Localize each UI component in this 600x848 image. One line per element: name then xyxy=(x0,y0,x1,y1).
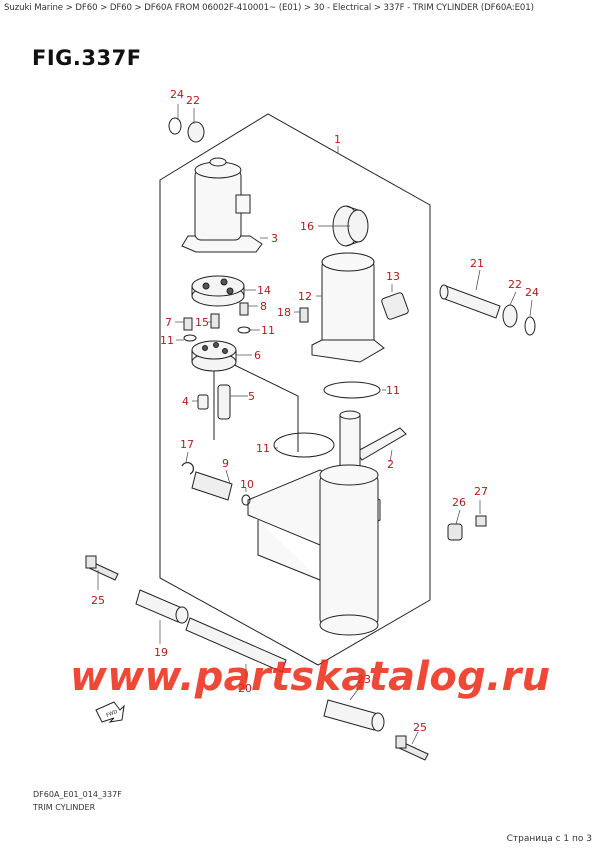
callout-14[interactable]: 14 xyxy=(257,284,271,297)
pump-body xyxy=(191,340,237,372)
diagram-name: TRIM CYLINDER xyxy=(33,803,96,812)
diagram-code: DF60A_E01_014_337F xyxy=(33,790,122,799)
o-rings xyxy=(183,326,381,458)
callout-25-b[interactable]: 25 xyxy=(413,721,427,734)
callout-22-a[interactable]: 22 xyxy=(186,94,200,107)
side-fitting xyxy=(191,471,251,506)
page-counter: Страница с 1 по 3 xyxy=(506,834,592,844)
leader-lines xyxy=(97,104,533,745)
callout-19[interactable]: 19 xyxy=(154,646,168,659)
fwd-arrow-icon: FWD xyxy=(95,701,125,723)
breadcrumb: Suzuki Marine > DF60 > DF60 > DF60A FROM… xyxy=(4,3,534,13)
fitting xyxy=(381,292,409,320)
callout-13[interactable]: 13 xyxy=(386,270,400,283)
callout-22-b[interactable]: 22 xyxy=(508,278,522,291)
callout-17[interactable]: 17 xyxy=(180,438,194,451)
callout-24-b[interactable]: 24 xyxy=(525,286,539,299)
callout-4[interactable]: 4 xyxy=(182,395,189,408)
callout-7[interactable]: 7 xyxy=(165,316,172,329)
callout-11-b[interactable]: 11 xyxy=(160,334,174,347)
callout-9[interactable]: 9 xyxy=(222,457,229,470)
watermark: www.partskatalog.ru xyxy=(70,654,551,700)
callout-25-a[interactable]: 25 xyxy=(91,594,105,607)
sleeves xyxy=(135,589,385,732)
callout-1[interactable]: 1 xyxy=(334,133,341,146)
callout-18[interactable]: 18 xyxy=(277,306,291,319)
callout-8[interactable]: 8 xyxy=(260,300,267,313)
callout-11-d[interactable]: 11 xyxy=(256,442,270,455)
clamp xyxy=(355,427,407,461)
reservoir-tank xyxy=(311,252,385,363)
pivot-pin xyxy=(168,117,536,336)
callout-6[interactable]: 6 xyxy=(254,349,261,362)
callout-27[interactable]: 27 xyxy=(474,485,488,498)
callout-15[interactable]: 15 xyxy=(195,316,209,329)
callout-11-c[interactable]: 11 xyxy=(386,384,400,397)
callout-24-a[interactable]: 24 xyxy=(170,88,184,101)
callout-3[interactable]: 3 xyxy=(271,232,278,245)
callout-16[interactable]: 16 xyxy=(300,220,314,233)
trim-cylinder xyxy=(247,410,381,636)
fwd-label: FWD xyxy=(106,709,119,719)
callout-10[interactable]: 10 xyxy=(240,478,254,491)
figure-title: FIG.337F xyxy=(32,46,142,70)
circlip xyxy=(181,462,194,475)
callout-5[interactable]: 5 xyxy=(248,390,255,403)
callout-23[interactable]: 23 xyxy=(357,673,371,686)
callout-20[interactable]: 20 xyxy=(238,682,252,695)
callout-2[interactable]: 2 xyxy=(387,458,394,471)
assembly-outline xyxy=(159,113,431,666)
callout-12[interactable]: 12 xyxy=(298,290,312,303)
reservoir-ring xyxy=(191,275,245,307)
callout-11-a[interactable]: 11 xyxy=(261,324,275,337)
fasteners xyxy=(85,515,487,761)
subassembly-frame xyxy=(213,354,299,452)
bolts xyxy=(183,302,309,331)
trim-motor xyxy=(181,157,263,253)
valve-parts xyxy=(197,384,231,420)
callout-21[interactable]: 21 xyxy=(470,257,484,270)
callout-26[interactable]: 26 xyxy=(452,496,466,509)
